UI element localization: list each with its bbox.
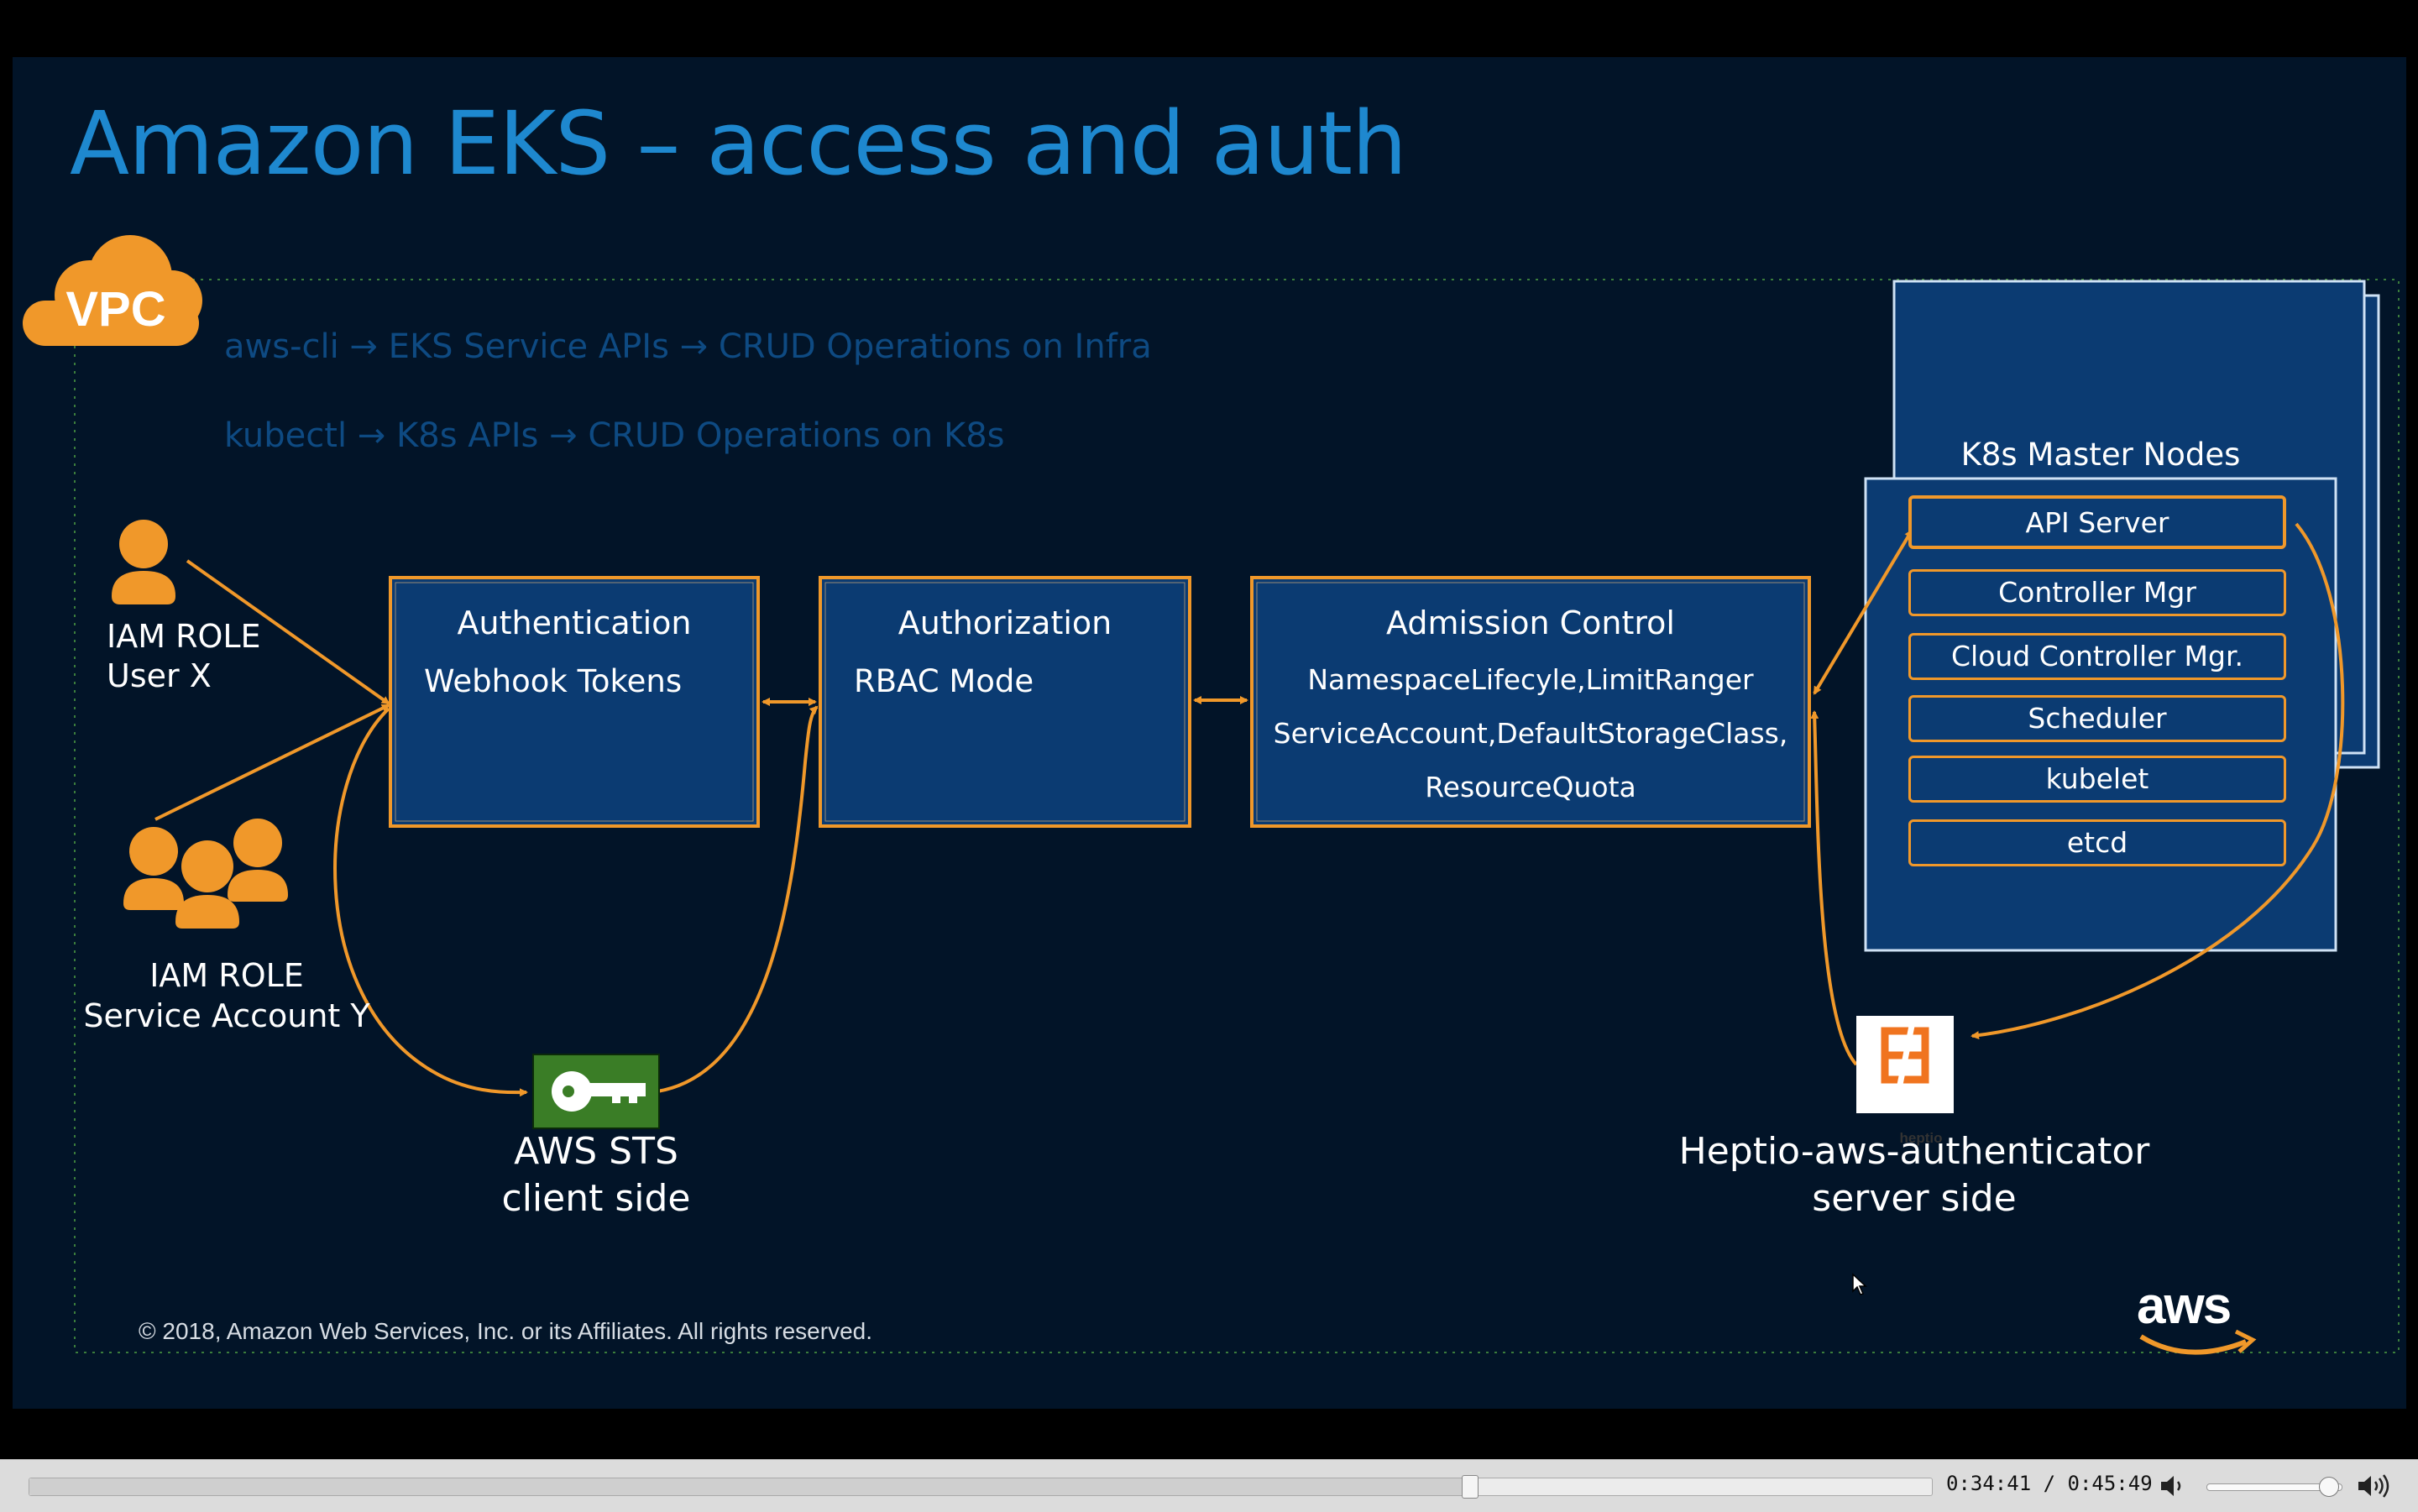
seek-bar-progress xyxy=(29,1478,1470,1495)
key-icon xyxy=(532,1054,660,1129)
kubectl-flow-text: kubectl → K8s APIs → CRUD Operations on … xyxy=(224,416,1005,455)
heptio-logo xyxy=(1856,1016,1954,1113)
heptio-logo-text: heptio xyxy=(1899,1130,1943,1146)
admission-plugins-line-1: NamespaceLifecyle,LimitRanger xyxy=(1307,663,1754,696)
authentication-box xyxy=(389,576,760,828)
kubelet-node: kubelet xyxy=(1908,756,2286,803)
cloud-icon xyxy=(23,235,202,346)
heptio-title: Heptio-aws-authenticator xyxy=(1678,1130,2150,1173)
aws-logo: aws xyxy=(2137,1277,2232,1335)
video-player-controls: 0:34:41 / 0:45:49 xyxy=(0,1459,2418,1512)
master-nodes-title: K8s Master Nodes xyxy=(1960,437,2241,473)
seek-bar[interactable] xyxy=(29,1475,1933,1499)
scheduler-node: Scheduler xyxy=(1908,695,2286,742)
user-to-auth-arrow xyxy=(186,559,390,705)
user-name-label: User X xyxy=(107,657,212,694)
sts-title: AWS STS xyxy=(514,1130,678,1173)
volume-slider-handle[interactable] xyxy=(2319,1477,2339,1497)
copyright-footer: © 2018, Amazon Web Services, Inc. or its… xyxy=(139,1318,872,1344)
admission-control-box xyxy=(1250,576,1811,828)
volume-high-icon[interactable] xyxy=(2356,1472,2393,1500)
heptio-to-admission-curve xyxy=(1810,710,1858,1066)
authentication-detail: Webhook Tokens xyxy=(424,663,683,699)
admission-title: Admission Control xyxy=(1386,604,1675,641)
admission-plugins-line-3: ResourceQuota xyxy=(1425,771,1636,803)
person-icon xyxy=(112,520,175,604)
vpc-boundary xyxy=(74,279,2400,1353)
authorization-detail: RBAC Mode xyxy=(854,663,1034,699)
heptio-subtitle: server side xyxy=(1812,1177,2017,1220)
slide-title: Amazon EKS – access and auth xyxy=(70,92,1407,195)
authorization-title: Authorization xyxy=(898,604,1112,641)
service-role-label: IAM ROLE xyxy=(149,957,304,994)
cloud-controller-mgr-node: Cloud Controller Mgr. xyxy=(1908,633,2286,680)
aws-smile xyxy=(2139,1334,2248,1355)
volume-low-icon[interactable] xyxy=(2158,1472,2188,1500)
etcd-node: etcd xyxy=(1908,819,2286,866)
time-display: 0:34:41 / 0:45:49 xyxy=(1946,1472,2153,1495)
admission-api-arrow xyxy=(1813,529,1913,695)
auth-to-sts-curve xyxy=(333,707,528,1097)
admission-plugins-line-2: ServiceAccount,DefaultStorageClass, xyxy=(1273,717,1788,750)
sts-subtitle: client side xyxy=(501,1177,691,1220)
cli-flow-text: aws-cli → EKS Service APIs → CRUD Operat… xyxy=(224,327,1152,366)
service-name-label: Service Account Y xyxy=(83,997,370,1034)
api-server-node: API Server xyxy=(1908,495,2286,549)
people-group-icon xyxy=(123,819,288,929)
authorization-box xyxy=(819,576,1191,828)
slide: Amazon EKS – access and auth VPC aws-cli… xyxy=(13,57,2406,1409)
volume-slider[interactable] xyxy=(2206,1477,2342,1497)
service-to-auth-arrow xyxy=(154,704,390,821)
sts-to-authz-curve xyxy=(657,705,819,1093)
controller-mgr-node: Controller Mgr xyxy=(1908,569,2286,616)
user-role-label: IAM ROLE xyxy=(107,618,261,655)
mouse-cursor-icon xyxy=(1852,1273,1867,1295)
vpc-label: VPC xyxy=(65,282,166,337)
authentication-title: Authentication xyxy=(457,604,692,641)
api-to-heptio-curve xyxy=(1971,522,2345,1040)
seek-bar-handle[interactable] xyxy=(1462,1475,1479,1499)
